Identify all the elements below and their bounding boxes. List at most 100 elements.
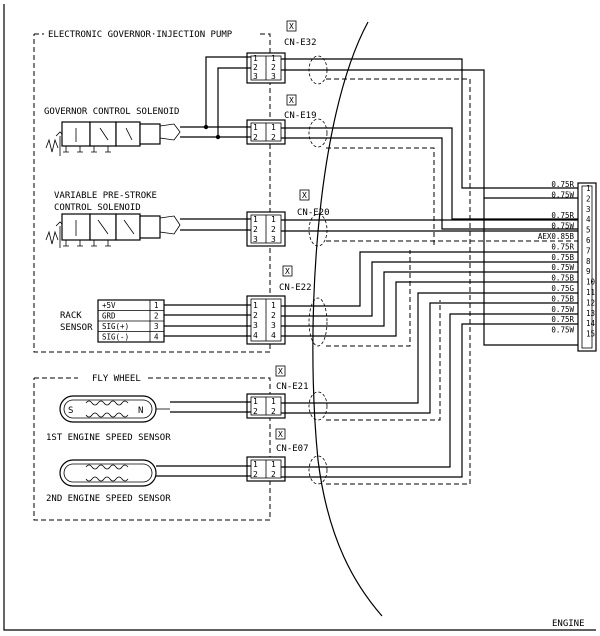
cn-e22-pin-left: 4 — [253, 331, 258, 340]
harness-connector — [577, 182, 597, 352]
connector-cn-e22 — [246, 295, 286, 345]
cn-e32-mark-box — [286, 20, 297, 32]
cn-e21-mark-box — [275, 365, 286, 377]
rack-pin-number: 4 — [154, 333, 159, 342]
cn-e07-pin-right: 1 — [271, 460, 276, 469]
cn-e22-pin-right: 2 — [271, 311, 276, 320]
cn-e19-label: CN-E19 — [284, 111, 317, 121]
harness-pin-number: 11 — [586, 288, 595, 297]
prestroke-solenoid-symbol — [45, 213, 181, 248]
outer-frame — [3, 4, 596, 631]
rack-sensor-label-2: SENSOR — [60, 323, 93, 333]
speed-sensor-2-symbol — [59, 459, 157, 487]
connector-cn-e20 — [246, 211, 286, 247]
cn-e20-pin-left: 1 — [253, 215, 258, 224]
cn-e20-pin-right: 1 — [271, 215, 276, 224]
rack-pin-label: SIG(+) — [102, 322, 129, 331]
connector-cn-e21 — [246, 393, 286, 419]
harness-wire-label: AEX0.85B — [538, 232, 575, 241]
cn-e32-mark: X — [289, 22, 294, 31]
engine-label: ENGINE — [552, 619, 585, 629]
rack-pin-number: 3 — [154, 322, 159, 331]
harness-wire-label: 0.75W — [551, 305, 574, 314]
harness-pin-number: 14 — [586, 319, 596, 328]
harness-pin-number: 3 — [586, 205, 591, 214]
cn-e22-pin-left: 3 — [253, 321, 258, 330]
harness-wire-label: 0.75B — [551, 294, 574, 303]
cn-e32-label: CN-E32 — [284, 38, 317, 48]
cn-e32-pin-left: 3 — [253, 72, 258, 81]
harness-pin-number: 10 — [586, 278, 596, 287]
harness-wire-label: 0.75W — [551, 190, 574, 199]
prestroke-label-2: CONTROL SOLENOID — [54, 203, 141, 213]
right-wiring — [281, 58, 578, 485]
cn-e32-pin-left: 1 — [253, 54, 258, 63]
connector-cn-e07 — [246, 456, 286, 482]
cn-e21-pin-left: 2 — [253, 407, 258, 416]
governor-solenoid-label: GOVERNOR CONTROL SOLENOID — [44, 107, 179, 117]
cn-e32-pin-right: 3 — [271, 72, 276, 81]
engine-boundary-curve — [312, 21, 383, 617]
cn-e19-mark-box — [286, 94, 297, 106]
cn-e20-label: CN-E20 — [297, 208, 330, 218]
harness-wire-label: 0.75B — [551, 274, 574, 283]
harness-wire-label: 0.75R — [551, 315, 574, 324]
left-wiring — [156, 56, 251, 477]
harness-wire-label: 0.75R — [551, 180, 574, 189]
harness-wire-label: 0.75W — [551, 263, 574, 272]
cn-e07-label: CN-E07 — [276, 444, 309, 454]
sensor-s-label: S — [68, 406, 73, 416]
speed-sensor-1-symbol — [59, 395, 170, 423]
harness-pin-number: 5 — [586, 226, 591, 235]
harness-pin-number: 2 — [586, 194, 591, 203]
harness-pin-number: 8 — [586, 257, 591, 266]
rack-sensor-table — [97, 299, 165, 343]
harness-pin-number: 9 — [586, 267, 591, 276]
rack-pin-label: GRD — [102, 312, 116, 321]
cn-e21-pin-left: 1 — [253, 397, 258, 406]
speed-sensor-2-label: 2ND ENGINE SPEED SENSOR — [46, 494, 171, 504]
rack-pin-number: 2 — [154, 312, 159, 321]
governor-solenoid-symbol — [45, 121, 181, 156]
connector-cn-e19 — [246, 119, 286, 145]
harness-pin-number: 1 — [586, 184, 591, 193]
cn-e07-pin-left: 1 — [253, 460, 258, 469]
sensor-n-label: N — [138, 406, 143, 416]
cn-e19-pin-right: 2 — [271, 133, 276, 142]
cn-e32-pin-right: 2 — [271, 63, 276, 72]
cn-e07-mark-box — [275, 428, 286, 440]
fly-wheel-label: FLY WHEEL — [92, 374, 141, 384]
cn-e22-pin-left: 2 — [253, 311, 258, 320]
cn-e22-pin-right: 4 — [271, 331, 276, 340]
speed-sensor-1-label: 1ST ENGINE SPEED SENSOR — [46, 433, 171, 443]
prestroke-label-1: VARIABLE PRE-STROKE — [54, 191, 157, 201]
cn-e21-mark: X — [278, 367, 283, 376]
cn-e22-label: CN-E22 — [279, 283, 312, 293]
rack-pin-label: SIG(-) — [102, 333, 129, 342]
cn-e21-label: CN-E21 — [276, 382, 309, 392]
cn-e07-pin-right: 2 — [271, 470, 276, 479]
cn-e20-pin-left: 2 — [253, 225, 258, 234]
harness-wire-label: 0.75R — [551, 211, 574, 220]
harness-wire-label: 0.75W — [551, 222, 574, 231]
cn-e21-pin-right: 1 — [271, 397, 276, 406]
harness-pin-number: 6 — [586, 236, 591, 245]
cn-e20-pin-right: 3 — [271, 235, 276, 244]
cn-e32-pin-right: 1 — [271, 54, 276, 63]
cn-e07-pin-left: 2 — [253, 470, 258, 479]
cn-e22-mark-box — [282, 265, 293, 277]
cn-e22-pin-right: 3 — [271, 321, 276, 330]
harness-pin-number: 13 — [586, 309, 595, 318]
cn-e19-pin-left: 2 — [253, 133, 258, 142]
harness-pin-number: 15 — [586, 330, 595, 339]
harness-labels: 10.75R20.75W340.75R50.75W6AEX0.85B70.75R… — [538, 180, 596, 339]
cn-e20-pin-right: 2 — [271, 225, 276, 234]
cn-e19-pin-left: 1 — [253, 123, 258, 132]
cn-e07-mark: X — [278, 430, 283, 439]
harness-wire-label: 0.75G — [551, 284, 574, 293]
harness-wire-label: 0.75R — [551, 242, 574, 251]
cn-e22-pin-right: 1 — [271, 301, 276, 310]
rack-sensor-label-1: RACK — [60, 311, 82, 321]
injection-pump-group-border — [33, 33, 271, 353]
